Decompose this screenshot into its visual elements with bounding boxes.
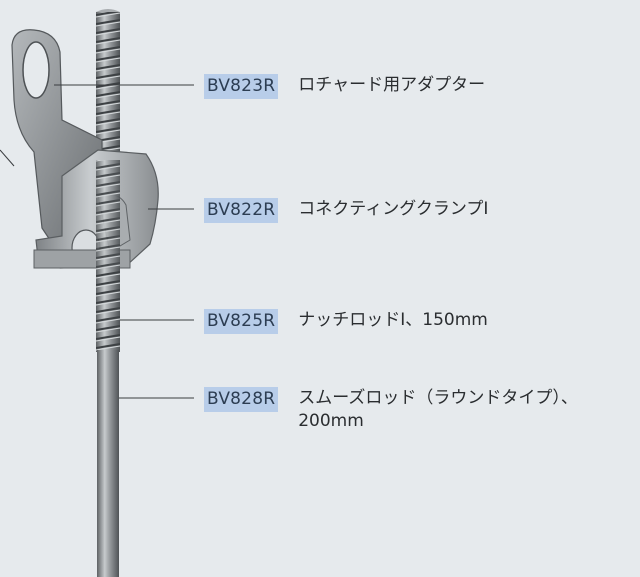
smooth-rod: [97, 350, 119, 577]
leader-lines: [0, 84, 194, 399]
part-label: ロチャード用アダプター: [298, 75, 486, 95]
part-code: BV822R: [204, 198, 279, 223]
part-code: BV825R: [204, 309, 279, 334]
connecting-clamp: [33, 149, 159, 270]
part-label: ナッチロッドI、150mm: [298, 310, 488, 330]
callout-bv822r: BV822R コネクティングクランプI: [204, 198, 488, 223]
part-code: BV823R: [204, 74, 279, 99]
part-code: BV828R: [204, 387, 279, 412]
callout-bv828r: BV828R スムーズロッド（ラウンドタイプ）、 200mm: [204, 387, 578, 433]
callout-bv823r: BV823R ロチャード用アダプター: [204, 74, 485, 99]
part-label: スムーズロッド（ラウンドタイプ）、 200mm: [298, 388, 578, 431]
callout-bv825r: BV825R ナッチロッドI、150mm: [204, 309, 488, 334]
part-label: コネクティングクランプI: [298, 199, 489, 219]
leader-line-side: [0, 149, 15, 167]
